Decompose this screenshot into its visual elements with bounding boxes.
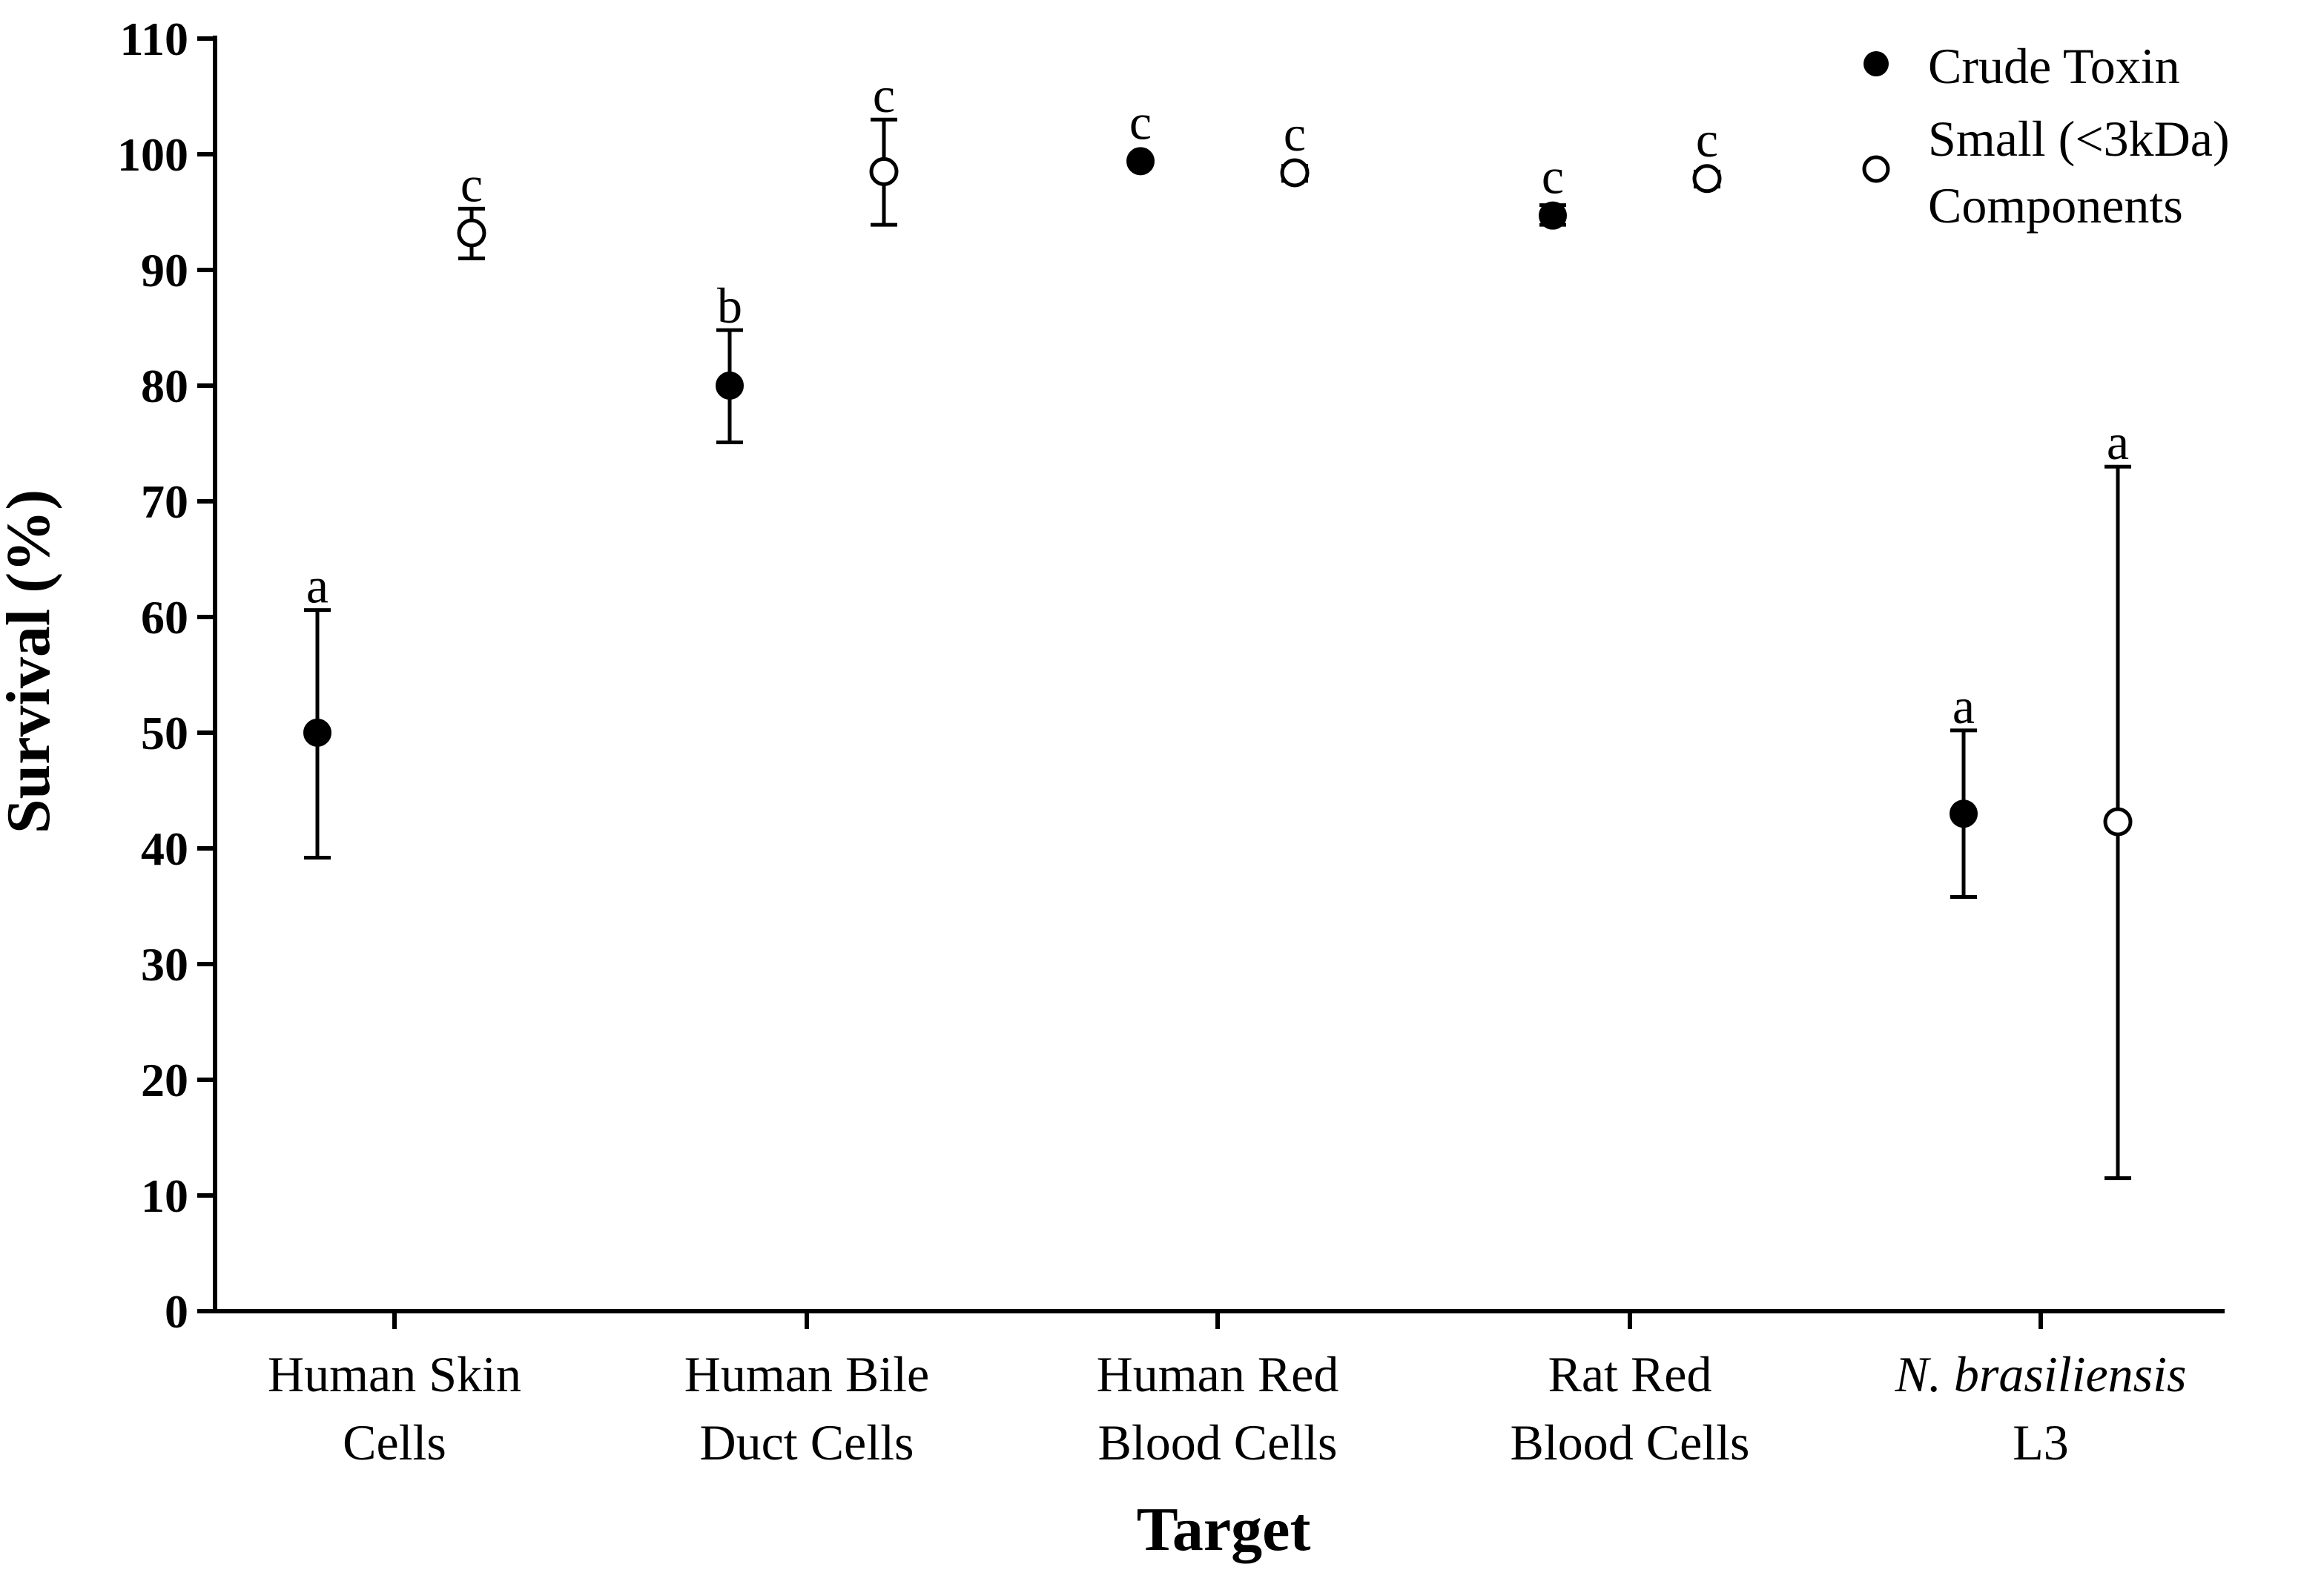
data-point-crude-toxin xyxy=(716,372,744,400)
significance-label: c xyxy=(1696,111,1718,168)
y-tick-label: 90 xyxy=(141,244,188,297)
x-tick-label: Human Skin xyxy=(268,1346,521,1402)
x-axis-title: Target xyxy=(1137,1495,1311,1564)
legend-label: Small (<3kDa) xyxy=(1928,110,2230,167)
significance-label: a xyxy=(1952,678,1975,734)
y-tick-label: 10 xyxy=(141,1170,188,1222)
data-point-small-components xyxy=(1692,164,1722,194)
y-tick-label: 70 xyxy=(141,475,188,528)
significance-label: a xyxy=(2107,414,2129,470)
y-tick-label: 30 xyxy=(141,938,188,991)
data-point-crude-toxin xyxy=(1950,799,1978,828)
significance-label: c xyxy=(873,67,895,123)
data-point-small-components xyxy=(2103,807,2133,837)
data-point-crude-toxin xyxy=(1539,201,1567,230)
x-tick-label: Cells xyxy=(343,1414,446,1471)
y-tick-label: 80 xyxy=(141,360,188,412)
y-tick-label: 0 xyxy=(165,1285,188,1338)
y-tick-label: 40 xyxy=(141,822,188,875)
y-tick-label: 20 xyxy=(141,1054,188,1106)
data-point-crude-toxin xyxy=(1126,147,1155,176)
x-tick-label: N. brasiliensis xyxy=(1895,1346,2187,1402)
significance-label: c xyxy=(1284,105,1306,162)
legend-marker-crude-toxin xyxy=(1864,51,1889,76)
y-tick-label: 50 xyxy=(141,707,188,759)
y-tick-label: 60 xyxy=(141,591,188,644)
y-tick-label: 110 xyxy=(120,13,188,65)
significance-label: b xyxy=(717,277,742,334)
x-tick-label: Human Red xyxy=(1097,1346,1339,1402)
significance-label: c xyxy=(1542,148,1564,205)
x-tick-label: Blood Cells xyxy=(1097,1414,1337,1471)
x-tick-label: Blood Cells xyxy=(1510,1414,1749,1471)
legend-marker-small-components xyxy=(1862,155,1890,183)
y-tick-label: 100 xyxy=(117,128,188,181)
data-point-small-components xyxy=(869,156,899,186)
x-tick-label: L3 xyxy=(2013,1414,2069,1471)
legend-label: Components xyxy=(1928,177,2183,234)
data-point-crude-toxin xyxy=(303,719,331,747)
y-axis-title: Survival (%) xyxy=(0,489,63,834)
data-point-small-components xyxy=(1280,158,1310,188)
data-marks: a b c c a c c c c a xyxy=(303,67,2133,1181)
x-tick-label: Rat Red xyxy=(1548,1346,1712,1402)
data-point-small-components xyxy=(457,218,486,248)
significance-label: a xyxy=(306,558,329,614)
legend-label: Crude Toxin xyxy=(1928,38,2180,94)
x-tick-label: Duct Cells xyxy=(700,1414,914,1471)
significance-label: c xyxy=(460,156,483,212)
x-tick-label: Human Bile xyxy=(684,1346,930,1402)
significance-label: c xyxy=(1129,93,1152,150)
